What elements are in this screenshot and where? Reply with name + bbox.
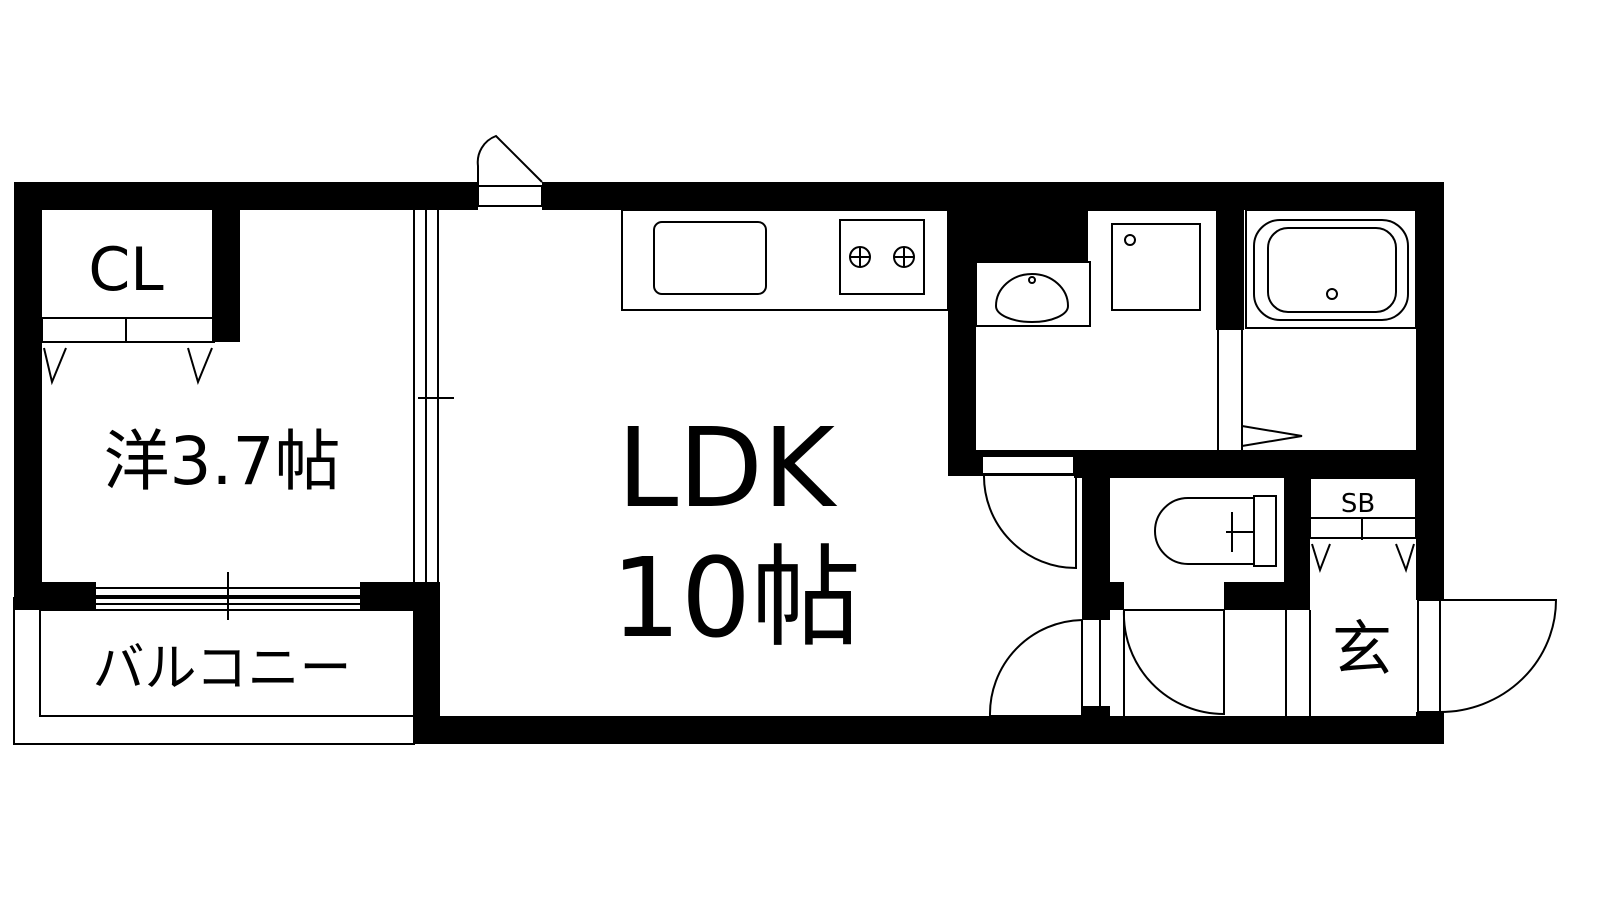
washbasin-faucet (1028, 276, 1036, 284)
label-balcony: バルコニー (93, 639, 352, 699)
closet-door-arrow-right (187, 347, 213, 386)
wall-bottom (414, 716, 1444, 744)
top-door-frame (477, 185, 543, 207)
wall-kitchen-wet (948, 210, 976, 476)
wall-top-right (542, 182, 1444, 210)
wall-top-left (14, 182, 478, 210)
corridor-door-swing (988, 619, 1083, 717)
closet-door-arrow-left (43, 347, 67, 386)
toilet-door-swing (1122, 609, 1225, 716)
wall-toilet-left (1082, 476, 1110, 620)
label-shoe-box: SB (1341, 489, 1375, 519)
label-entrance: 玄 (1332, 615, 1392, 685)
wall-toilet-bottom-right (1224, 582, 1284, 610)
interior-walls (212, 210, 1444, 736)
toilet-room (1154, 495, 1277, 567)
top-door (476, 134, 543, 207)
bathtub (1253, 219, 1409, 321)
shoe-box-arrow-left (1311, 543, 1331, 574)
wall-pillar (976, 210, 1088, 262)
front-door-swing (1439, 599, 1558, 713)
washing-machine-drain (1124, 234, 1136, 246)
bath-door-arrow (1241, 425, 1303, 447)
wall-bottom-west-left (14, 582, 96, 610)
bathroom (1217, 209, 1417, 450)
wall-closet (212, 210, 240, 342)
washbasin-bowl (994, 273, 1070, 323)
kitchen-stove (839, 219, 925, 295)
toilet-tank (1253, 495, 1277, 567)
label-closet: CL (88, 235, 164, 305)
balcony-window (96, 572, 360, 620)
closet-door-track (41, 317, 215, 343)
shoe-box-arrow-right (1395, 543, 1415, 574)
toilet-bowl (1154, 497, 1255, 565)
exterior-walls (14, 182, 1444, 744)
washroom-door-swing (982, 473, 1077, 570)
wall-bath-left (1216, 210, 1244, 330)
bathtub-drain (1326, 288, 1338, 300)
washing-machine-pan (1111, 223, 1201, 311)
wall-right-upper (1416, 182, 1444, 600)
bath-area (1245, 209, 1417, 329)
corridor-door (988, 619, 1101, 717)
bathtub-inner (1267, 227, 1397, 313)
washroom-door-frame (981, 455, 1075, 475)
wall-toilet-left-low (1082, 706, 1110, 736)
wall-toilet-bottom-left (1110, 582, 1124, 610)
wall-toilet-right (1284, 476, 1310, 610)
label-western-room: 洋3.7帖 (104, 423, 341, 500)
top-door-swing (476, 134, 543, 186)
washroom-door (981, 455, 1077, 570)
closet (41, 317, 215, 386)
kitchen-counter (621, 209, 949, 311)
label-ldk-size: 10帖 (611, 534, 861, 662)
kitchen-sink (653, 221, 767, 295)
toilet-door (1122, 609, 1225, 716)
front-door-frame (1417, 599, 1441, 713)
kitchen-counter-top (621, 209, 949, 311)
washbasin-counter (975, 261, 1091, 327)
shoe-box (1309, 477, 1417, 574)
label-ldk: LDK (617, 404, 838, 532)
wall-left (14, 182, 42, 610)
washroom (975, 209, 1216, 327)
entrance (1285, 599, 1558, 716)
wall-bath-bottom (1074, 450, 1444, 478)
sliding-partition (413, 210, 454, 582)
